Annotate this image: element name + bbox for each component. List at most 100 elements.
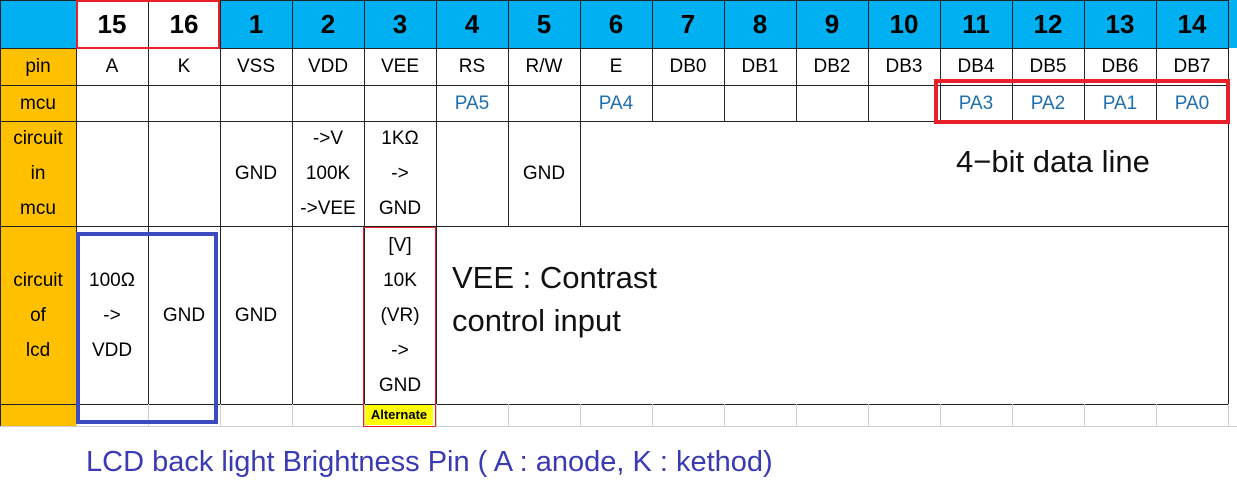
cell-text-line: 1KΩ (381, 128, 419, 149)
table-cell (292, 85, 364, 121)
grid-vline (652, 0, 653, 121)
grid-vline (724, 0, 725, 121)
grid-hline (0, 85, 1228, 86)
cell-text-line: DB4 (957, 56, 995, 77)
table-cell (508, 85, 580, 121)
grid-vline (292, 226, 293, 404)
header-corner-cell (0, 0, 76, 48)
pin-number-header: 12 (1012, 0, 1084, 48)
cell-text-line: DB0 (669, 56, 707, 77)
pin-number-header: 5 (508, 0, 580, 48)
grid-vline-faint (1228, 404, 1229, 426)
cell-text-line: R/W (525, 56, 563, 77)
grid-vline (148, 0, 149, 121)
row-label-0: pin (0, 48, 76, 85)
pin-number-header: 14 (1156, 0, 1228, 48)
table-cell (148, 85, 220, 121)
grid-vline (580, 121, 581, 226)
cell-text-line: DB7 (1173, 56, 1211, 77)
grid-vline (436, 121, 437, 226)
cell-text-line: RS (458, 56, 486, 77)
grid-vline-faint (796, 404, 797, 426)
table-cell: VSS (220, 48, 292, 85)
pin-number-header: 4 (436, 0, 508, 48)
cell-text-line: mcu (20, 198, 56, 219)
table-cell: VDD (292, 48, 364, 85)
grid-vline-faint (724, 404, 725, 426)
grid-vline-faint (1012, 404, 1013, 426)
grid-vline (364, 226, 365, 404)
cell-text-line: PA5 (454, 92, 490, 114)
table-cell: PA2 (1012, 85, 1084, 121)
grid-vline (292, 0, 293, 121)
cell-text-line: ->VEE (300, 198, 356, 219)
pin-number-header: 16 (148, 0, 220, 48)
cell-text-line: ->V (312, 128, 344, 149)
grid-vline-faint (436, 404, 437, 426)
grid-vline-faint (292, 404, 293, 426)
cell-text-line: GND (378, 374, 422, 396)
grid-vline (76, 0, 77, 121)
grid-vline (0, 0, 1, 426)
grid-vline (220, 0, 221, 121)
grid-hline (0, 48, 1228, 49)
cell-text-line: (VR) (380, 304, 420, 326)
grid-vline (1228, 121, 1229, 404)
grid-vline (940, 0, 941, 121)
table-cell: VEE (364, 48, 436, 85)
table-cell: [V]10K(VR)->GND (364, 226, 436, 404)
pin-number-header: 15 (76, 0, 148, 48)
cell-text-line: circuit (13, 269, 63, 291)
table-cell (364, 85, 436, 121)
table-cell: A (76, 48, 148, 85)
table-cell: PA3 (940, 85, 1012, 121)
vee-contrast-note-line2: control input (452, 303, 621, 338)
table-cell: ->V 100K ->VEE (292, 121, 364, 226)
table-cell: GND (148, 226, 220, 404)
cell-text-line: GND (234, 163, 278, 184)
table-cell (868, 85, 940, 121)
cell-text-line: PA0 (1174, 92, 1210, 114)
grid-vline (148, 226, 149, 404)
vee-contrast-note-line1: VEE : Contrast (452, 260, 658, 295)
grid-vline-faint (508, 404, 509, 426)
pin-number-header: 8 (724, 0, 796, 48)
table-cell: GND (220, 121, 292, 226)
grid-vline-faint (1156, 404, 1157, 426)
cell-text-line: GND (162, 304, 206, 326)
pin-number-header: 11 (940, 0, 1012, 48)
table-cell (148, 121, 220, 226)
grid-vline (76, 121, 77, 226)
grid-vline (364, 0, 365, 121)
cell-text-line: PA2 (1030, 92, 1066, 114)
cell-text-line: 100K (305, 163, 351, 184)
table-cell: E (580, 48, 652, 85)
cell-text-line: VSS (236, 56, 276, 77)
table-cell: RS (436, 48, 508, 85)
label-spacer (0, 404, 76, 426)
table-cell: DB2 (796, 48, 868, 85)
grid-hline (0, 121, 1228, 122)
table-cell: PA1 (1084, 85, 1156, 121)
grid-vline-faint (220, 404, 221, 426)
row-label-1: mcu (0, 85, 76, 121)
table-cell: R/W (508, 48, 580, 85)
grid-vline (580, 0, 581, 121)
backlight-caption: LCD back light Brightness Pin ( A : anod… (86, 446, 773, 478)
grid-vline-faint (76, 404, 77, 426)
cell-text-line: K (177, 56, 191, 77)
grid-vline (436, 226, 437, 404)
cell-text-line: DB5 (1029, 56, 1067, 77)
alternate-badge: Alternate (365, 405, 433, 425)
table-cell: 100Ω->VDD (76, 226, 148, 404)
cell-text-line: [V] (388, 234, 412, 256)
pin-number-header: 6 (580, 0, 652, 48)
header-fill (1228, 0, 1237, 48)
grid-vline (220, 121, 221, 226)
cell-text-line: A (105, 56, 119, 77)
pin-number-header: 2 (292, 0, 364, 48)
pin-number-header: 1 (220, 0, 292, 48)
grid-hline (0, 226, 1228, 227)
